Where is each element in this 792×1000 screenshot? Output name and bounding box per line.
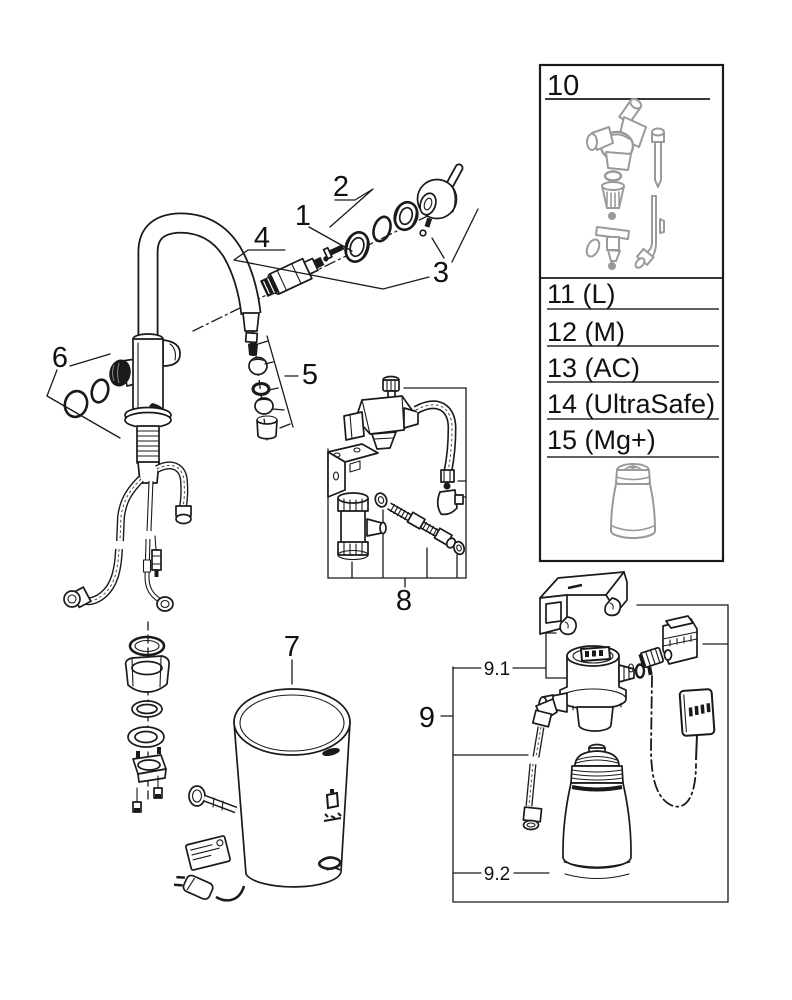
spare-item-11: 11 (L) bbox=[547, 279, 616, 309]
handle-exploded-group bbox=[259, 163, 464, 298]
callout-4: 4 bbox=[254, 222, 270, 254]
power-plug bbox=[173, 874, 214, 901]
filter-hose bbox=[522, 698, 558, 831]
filter-head bbox=[538, 645, 646, 732]
rating-plate bbox=[185, 835, 231, 871]
callout-6: 6 bbox=[52, 342, 68, 374]
item10-pipes-drawing bbox=[634, 127, 665, 269]
valve-kit-group-8 bbox=[327, 375, 466, 561]
spare-parts-box bbox=[538, 63, 725, 563]
control-box bbox=[678, 688, 716, 737]
callout-9-2: 9.2 bbox=[484, 864, 510, 885]
spare-parts-box-border bbox=[538, 63, 725, 563]
cartridge bbox=[259, 256, 329, 298]
callout-8: 8 bbox=[396, 585, 412, 617]
faucet-assembly bbox=[63, 212, 262, 612]
callout-1: 1 bbox=[295, 200, 311, 232]
spare-box-header: 10 bbox=[547, 70, 579, 102]
callout-2: 2 bbox=[333, 171, 349, 203]
callout-9: 9 bbox=[419, 702, 435, 734]
aerator-group bbox=[242, 312, 278, 440]
filter-bracket bbox=[539, 571, 628, 636]
solenoid-valve bbox=[638, 615, 698, 676]
replacement-cartridge-drawing bbox=[610, 463, 656, 539]
side-knob-orings bbox=[63, 378, 110, 419]
brand-logo bbox=[317, 856, 342, 871]
callout-7: 7 bbox=[284, 631, 300, 663]
tank-label-icon bbox=[323, 789, 342, 822]
threaded-ring bbox=[393, 200, 419, 232]
screw-pin bbox=[322, 244, 345, 260]
boiler-group bbox=[173, 688, 351, 902]
spare-item-13: 13 (AC) bbox=[547, 353, 640, 383]
item10-valve-drawing bbox=[585, 98, 647, 270]
spare-item-14: 14 (UltraSafe) bbox=[547, 389, 715, 419]
callout-5: 5 bbox=[302, 359, 318, 391]
spare-item-12: 12 (M) bbox=[547, 317, 625, 347]
filter-cartridge bbox=[562, 743, 632, 879]
callout-3: 3 bbox=[433, 257, 449, 289]
lever-handle bbox=[416, 163, 464, 237]
spare-item-15: 15 (Mg+) bbox=[547, 425, 656, 455]
callout-9-1: 9.1 bbox=[484, 659, 510, 680]
callout-labels: 1 2 3 4 5 6 7 8 9 9.1 9.2 10 11 (L) 12 (… bbox=[52, 70, 715, 885]
filter-system-group-9 bbox=[522, 571, 716, 879]
mounting-hardware-group bbox=[124, 635, 170, 813]
sleeve-ring bbox=[344, 231, 370, 263]
